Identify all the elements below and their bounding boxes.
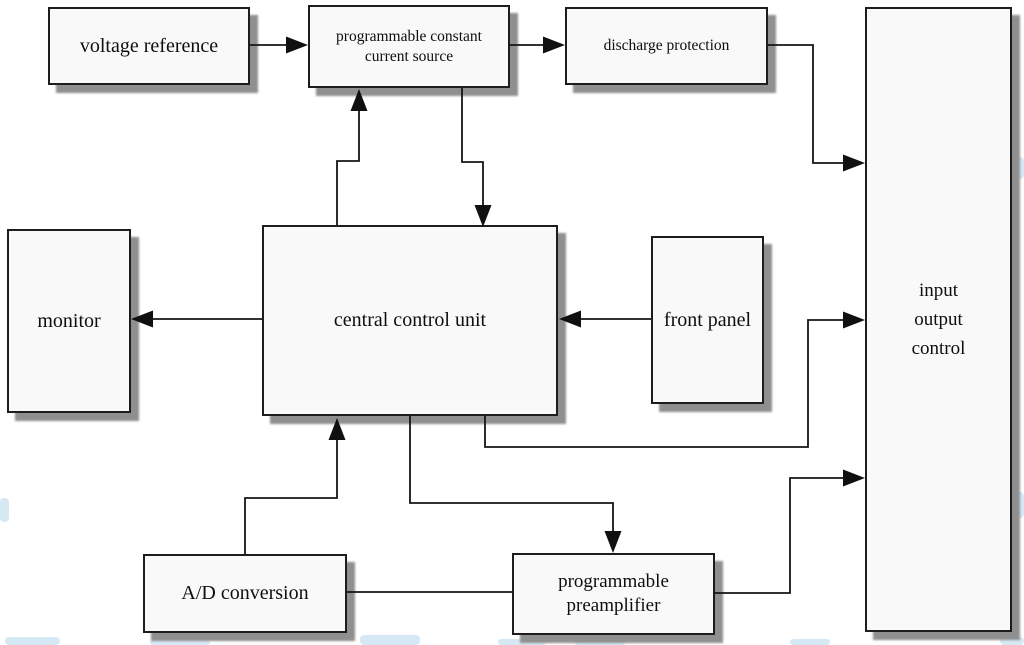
node-label-line: input bbox=[918, 280, 959, 301]
arrowhead-up-icon bbox=[350, 89, 368, 111]
node-label: discharge protection bbox=[603, 37, 730, 55]
arrowhead-right-icon bbox=[843, 154, 865, 172]
edge-ad-conversion-to-central-control bbox=[244, 440, 338, 554]
node-label-line: output bbox=[914, 309, 963, 330]
edge-central-control-to-preamplifier bbox=[409, 416, 614, 532]
watermark-artifact bbox=[1016, 157, 1024, 179]
watermark-artifact bbox=[0, 498, 9, 522]
node-monitor: monitor bbox=[7, 229, 131, 413]
arrowhead-right-icon bbox=[843, 469, 865, 487]
node-label: front panel bbox=[663, 308, 752, 331]
node-label: A/D conversion bbox=[181, 582, 309, 604]
watermark-artifact bbox=[790, 639, 830, 645]
node-voltage-reference: voltage reference bbox=[48, 7, 250, 85]
node-label: central control unit bbox=[333, 309, 487, 331]
edge-discharge-protection-to-io-control bbox=[768, 44, 845, 164]
node-label: voltage reference bbox=[79, 34, 219, 57]
node-front-panel: front panel bbox=[651, 236, 764, 404]
watermark-artifact bbox=[1000, 637, 1024, 645]
node-programmable-constant-current-source: programmable constant current source bbox=[308, 5, 510, 88]
node-label: programmable preamplifier bbox=[558, 571, 669, 616]
node-label: input output control bbox=[904, 276, 974, 363]
edge-preamplifier-to-io-control bbox=[713, 477, 845, 594]
arrowhead-right-icon bbox=[286, 36, 308, 54]
arrowhead-down-icon bbox=[604, 531, 622, 553]
arrowhead-down-icon bbox=[474, 205, 492, 227]
node-label-line: control bbox=[911, 338, 966, 359]
watermark-artifact bbox=[1015, 492, 1024, 518]
edge-central-control-to-current-source bbox=[336, 110, 360, 225]
watermark-artifact bbox=[360, 635, 420, 645]
edge-current-source-to-central-control bbox=[461, 88, 484, 206]
arrowhead-right-icon bbox=[543, 36, 565, 54]
watermark-artifact bbox=[150, 640, 210, 645]
node-label: programmable constant current source bbox=[336, 28, 482, 65]
watermark-artifact bbox=[575, 640, 625, 645]
watermark-artifact bbox=[498, 639, 546, 645]
node-discharge-protection: discharge protection bbox=[565, 7, 768, 85]
node-input-output-control: input output control bbox=[865, 7, 1012, 632]
arrowhead-left-icon bbox=[559, 310, 581, 328]
node-central-control-unit: central control unit bbox=[262, 225, 558, 416]
node-ad-conversion: A/D conversion bbox=[143, 554, 347, 633]
node-label: monitor bbox=[37, 309, 101, 332]
node-programmable-preamplifier: programmable preamplifier bbox=[512, 553, 715, 635]
watermark-artifact bbox=[5, 637, 60, 645]
arrowhead-left-icon bbox=[131, 310, 153, 328]
arrowhead-right-icon bbox=[843, 311, 865, 329]
arrowhead-up-icon bbox=[328, 418, 346, 440]
